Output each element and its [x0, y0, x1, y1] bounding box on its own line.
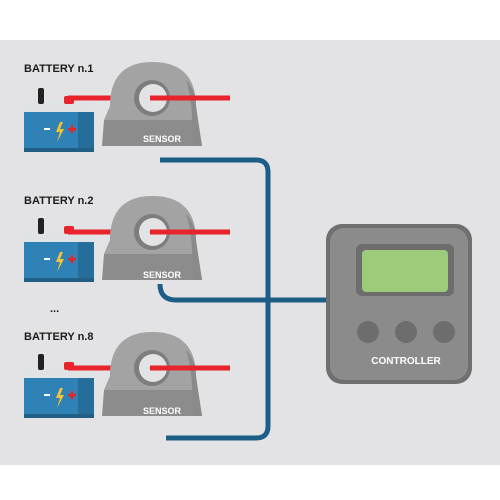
battery-row-2: BATTERY n.2 SENSOR [24, 195, 230, 282]
ellipsis-label: ... [50, 303, 59, 315]
controller-device: CONTROLLER [326, 224, 472, 384]
controller-button-3[interactable] [433, 321, 455, 343]
controller-label: CONTROLLER [371, 356, 441, 367]
battery-1-label: BATTERY n.1 [24, 63, 93, 75]
sensor-1-label: SENSOR [143, 134, 182, 144]
controller-button-1[interactable] [357, 321, 379, 343]
battery-2-label: BATTERY n.2 [24, 195, 93, 207]
battery-8-label: BATTERY n.8 [24, 331, 93, 343]
blue-cable-sensor-2 [157, 283, 330, 303]
battery-row-8: BATTERY n.8 SENSOR [24, 331, 230, 418]
sensor-2-label: SENSOR [143, 270, 182, 280]
sensor-8-label: SENSOR [143, 406, 182, 416]
controller-button-2[interactable] [395, 321, 417, 343]
controller-screen [362, 250, 448, 292]
battery-row-1: BATTERY n.1 SENSOR [24, 62, 230, 152]
